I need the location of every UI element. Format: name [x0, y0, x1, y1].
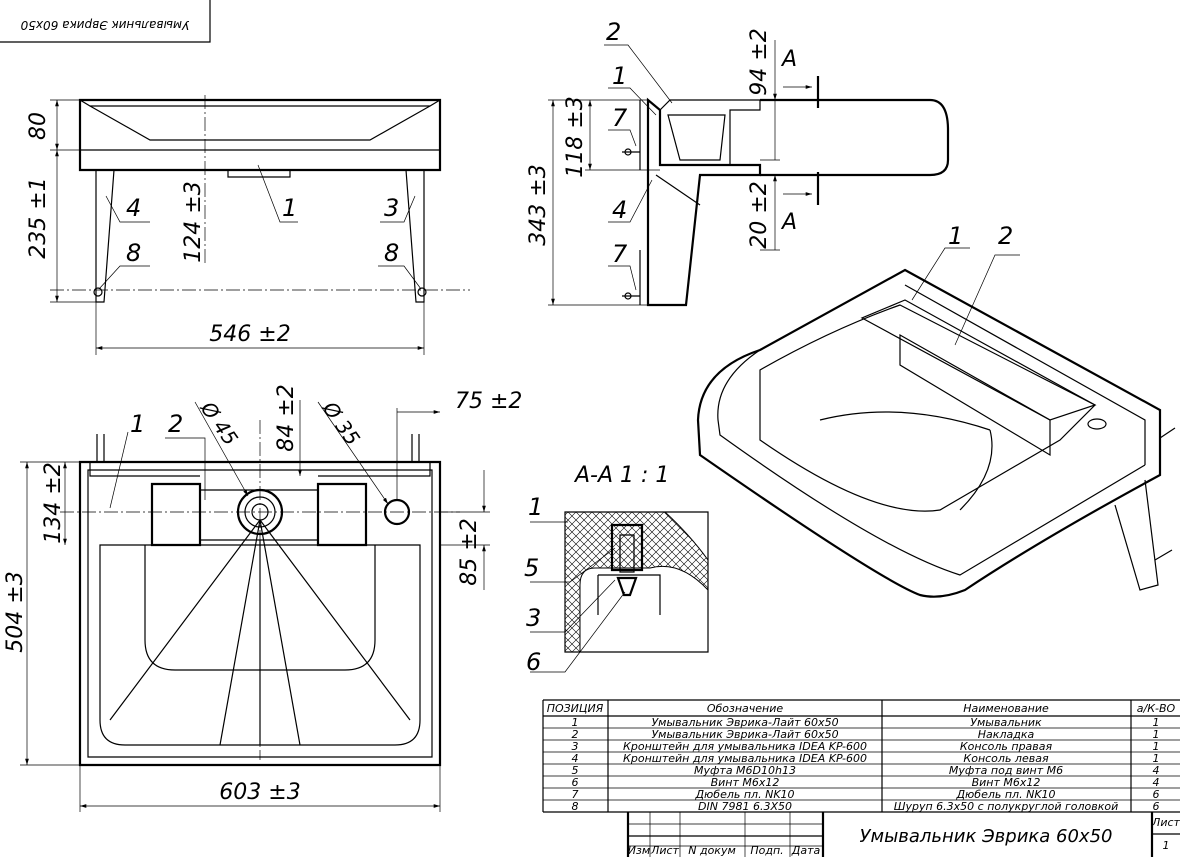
- title-text: Умывальник Эврика 60х50: [860, 826, 1113, 847]
- col-ndoc: N докум: [688, 844, 736, 857]
- dim-top-height: 80: [26, 112, 51, 140]
- spec-cell-r8-c1: 8: [572, 800, 579, 813]
- spec-cell-r6-c4: 4: [1153, 776, 1160, 789]
- spec-cell-r6-c3: Винт М6х12: [972, 776, 1041, 789]
- dim-diam-45: Ø 45: [195, 396, 243, 450]
- dim-603: 603 ±3: [219, 780, 300, 805]
- sec-callout-5: 5: [524, 554, 539, 582]
- dim-diam-35: Ø 35: [317, 396, 365, 450]
- callout-8-right: 8: [384, 239, 399, 267]
- section-mark-top: A: [780, 47, 797, 72]
- callout-1: 1: [612, 62, 627, 90]
- spec-cell-r4-c2: Кронштейн для умывальника IDEA KP-600: [623, 752, 867, 765]
- callout-7-top: 7: [612, 104, 628, 132]
- iso-view: 1 2: [696, 222, 1176, 598]
- dim-mid-height: 124 ±3: [181, 181, 206, 262]
- callout-2: 2: [606, 18, 621, 46]
- dim-504: 504 ±3: [3, 571, 28, 652]
- dim-85: 85 ±2: [457, 518, 482, 585]
- spec-cell-r7-c1: 7: [572, 788, 579, 801]
- spec-cell-r7-c3: Дюбель пл. NK10: [955, 788, 1055, 801]
- callout-4: 4: [612, 196, 627, 224]
- spec-cell-r1-c3: Умывальник: [970, 716, 1042, 729]
- col-data: Дата: [791, 844, 821, 857]
- title-block: Умывальник Эврика 60х50 Лист 1 Изм Лист …: [626, 812, 1180, 857]
- spec-cell-r2-c2: Умывальник Эврика-Лайт 60х50: [651, 728, 838, 741]
- callout-1: 1: [130, 410, 145, 438]
- dim-upper: 118 ±3: [563, 96, 588, 177]
- th-designation: Обозначение: [707, 702, 784, 715]
- stamp-box: Умывальник Эврика 60х50: [0, 0, 211, 43]
- dim-134: 134 ±2: [41, 462, 66, 543]
- spec-cell-r2-c4: 1: [1153, 728, 1160, 741]
- dim-width: 546 ±2: [209, 322, 290, 347]
- spec-cell-r7-c4: 6: [1153, 788, 1160, 801]
- spec-cell-r7-c2: Дюбель пл. NK10: [694, 788, 794, 801]
- sec-callout-6: 6: [526, 648, 541, 676]
- spec-cell-r5-c3: Муфта под винт М6: [949, 764, 1063, 777]
- dim-total: 343 ±3: [526, 164, 551, 245]
- col-list: Лист: [650, 844, 679, 857]
- dim-94: 94 ±2: [747, 28, 772, 95]
- front-view: 80 235 ±1 124 ±3 546 ±2 1 4 3 8 8: [26, 95, 470, 355]
- spec-cell-r3-c4: 1: [1153, 740, 1160, 753]
- spec-cell-r8-c3: Шуруп 6.3х50 с полукруглой головкой: [894, 800, 1119, 813]
- th-name: Наименование: [963, 702, 1049, 715]
- spec-cell-r6-c2: Винт М6х12: [711, 776, 780, 789]
- spec-cell-r4-c3: Консоль левая: [963, 752, 1049, 765]
- callout-1: 1: [282, 194, 297, 222]
- section-title: А-А 1 : 1: [573, 463, 669, 488]
- sheet-label: Лист: [1151, 816, 1180, 829]
- spec-cell-r4-c4: 1: [1153, 752, 1160, 765]
- spec-cell-r3-c1: 3: [572, 740, 579, 753]
- section-mark-bottom: A: [780, 210, 797, 235]
- spec-cell-r8-c4: 6: [1153, 800, 1160, 813]
- spec-cell-r5-c2: Муфта М6D10h13: [694, 764, 796, 777]
- spec-cell-r1-c4: 1: [1153, 716, 1160, 729]
- col-izm: Изм: [628, 844, 650, 857]
- th-qty: а/К-ВО: [1137, 702, 1176, 715]
- spec-cell-r3-c3: Консоль правая: [960, 740, 1053, 753]
- callout-3: 3: [384, 194, 399, 222]
- dim-75: 75 ±2: [455, 389, 522, 414]
- col-podp: Подп.: [750, 844, 783, 857]
- spec-cell-r2-c1: 2: [572, 728, 579, 741]
- dim-leg-height: 235 ±1: [26, 177, 51, 258]
- th-position: ПОЗИЦИЯ: [547, 702, 604, 715]
- spec-cell-r2-c3: Накладка: [978, 728, 1035, 741]
- dim-20: 20 ±2: [747, 181, 772, 248]
- callout-2: 2: [168, 410, 183, 438]
- callout-7-bottom: 7: [612, 240, 628, 268]
- stamp-text: Умывальник Эврика 60х50: [20, 18, 189, 32]
- spec-cell-r6-c1: 6: [572, 776, 579, 789]
- spec-cell-r8-c2: DIN 7981 6.3Х50: [698, 800, 792, 813]
- spec-cell-r5-c4: 4: [1153, 764, 1160, 777]
- callout-8-left: 8: [126, 239, 141, 267]
- plan-view: 504 ±3 134 ±2 85 ±2 84 ±2 75 ±2 603 ±3 Ø…: [3, 384, 522, 812]
- section-aa: А-А 1 : 1 1 5 3 6: [524, 463, 709, 676]
- iso-callout-1: 1: [948, 222, 963, 250]
- spec-cell-r3-c2: Кронштейн для умывальника IDEA KP-600: [623, 740, 867, 753]
- dim-84: 84 ±2: [274, 384, 299, 451]
- spec-cell-r1-c2: Умывальник Эврика-Лайт 60х50: [651, 716, 838, 729]
- sec-callout-3: 3: [526, 604, 541, 632]
- sheet-value: 1: [1163, 839, 1170, 852]
- sec-callout-1: 1: [528, 493, 543, 521]
- iso-callout-2: 2: [998, 222, 1013, 250]
- spec-cell-r1-c1: 1: [572, 716, 579, 729]
- callout-4: 4: [126, 194, 141, 222]
- spec-cell-r5-c1: 5: [572, 764, 579, 777]
- spec-cell-r4-c1: 4: [572, 752, 579, 765]
- side-view: 343 ±3 118 ±3 94 ±2 20 ±2 A A 2 1 7 4 7: [526, 18, 950, 307]
